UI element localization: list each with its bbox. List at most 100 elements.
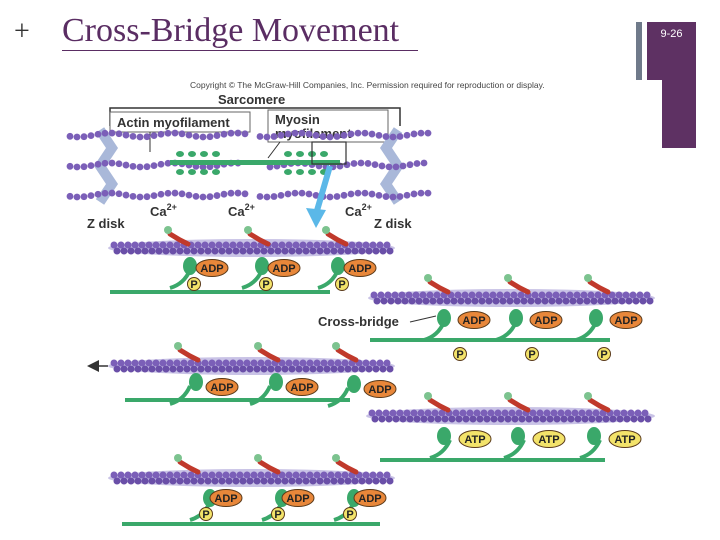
actin-bead xyxy=(213,192,221,199)
actin-bead xyxy=(281,247,289,255)
troponin xyxy=(322,226,330,234)
actin-bead xyxy=(134,477,142,485)
actin-bead xyxy=(197,365,205,373)
actin-bead xyxy=(122,191,130,199)
actin-bead xyxy=(576,297,584,305)
actin-bead xyxy=(330,365,338,373)
actin-bead xyxy=(376,471,384,479)
calcium-label-3: Ca xyxy=(345,204,362,219)
adp-badge xyxy=(267,259,301,277)
actin-bead xyxy=(351,365,359,373)
actin-bead xyxy=(337,477,345,485)
actin-bead xyxy=(468,291,476,299)
actin-bead xyxy=(417,189,425,197)
actin-bead xyxy=(546,415,554,423)
adp-label: ADP xyxy=(534,315,557,327)
tropomyosin-complex xyxy=(507,397,531,413)
atp-badge xyxy=(532,430,566,448)
actin-bead xyxy=(87,162,95,170)
slide-title: Cross-Bridge Movement xyxy=(62,12,400,49)
actin-bead xyxy=(239,477,247,485)
actin-bead xyxy=(552,291,560,299)
adp-badge xyxy=(353,489,387,507)
actin-bead xyxy=(155,477,163,485)
actin-bead xyxy=(330,477,338,485)
actin-bead xyxy=(229,359,237,367)
myosin-head xyxy=(437,309,451,327)
actin-bead xyxy=(323,247,331,255)
actin-bead xyxy=(557,409,565,417)
phosphate-label: P xyxy=(262,279,269,291)
actin-bead xyxy=(333,133,341,140)
actin-bead xyxy=(595,415,603,423)
actin-bead xyxy=(527,297,535,305)
actin-bead xyxy=(169,247,177,255)
actin-bead xyxy=(566,291,574,299)
actin-bead xyxy=(229,471,237,479)
actin-bead xyxy=(341,471,349,479)
adp-label: ADP xyxy=(214,493,237,505)
actin-bead xyxy=(362,359,370,367)
actin-bead xyxy=(365,477,373,485)
actin-bead xyxy=(108,189,116,197)
actin-bead xyxy=(206,193,214,201)
actin-bead xyxy=(587,291,595,299)
actin-bead xyxy=(120,247,128,255)
phosphate-label: P xyxy=(600,349,607,361)
phosphate-badge xyxy=(199,507,213,521)
actin-filament xyxy=(366,407,655,425)
actin-bead xyxy=(197,477,205,485)
actin-bead xyxy=(260,247,268,255)
actin-bead xyxy=(211,477,219,485)
actin-bead xyxy=(515,409,523,417)
actin-bead xyxy=(496,291,504,299)
actin-bead xyxy=(583,297,591,305)
actin-bead xyxy=(117,359,125,367)
actin-bead xyxy=(469,415,477,423)
actin-bead xyxy=(438,409,446,417)
actin-bead xyxy=(211,247,219,255)
phosphate-label: P xyxy=(190,279,197,291)
myosin-label-line1: Myosin xyxy=(275,112,320,127)
actin-filament xyxy=(108,469,395,487)
actin-bead xyxy=(241,190,249,198)
actin-bead xyxy=(383,359,391,367)
actin-bead xyxy=(562,297,570,305)
actin-bead xyxy=(152,471,160,479)
actin-bead xyxy=(148,365,156,373)
actin-bead xyxy=(385,415,393,423)
z-disk-label-right: Z disk xyxy=(374,216,412,231)
actin-bead xyxy=(73,193,81,201)
actin-bead xyxy=(199,133,207,141)
myosin-head xyxy=(437,427,451,445)
troponin xyxy=(254,454,262,462)
calcium-labels: Ca2+ Ca2+ Ca2+ xyxy=(150,202,372,219)
actin-bead xyxy=(410,190,418,198)
actin-bead xyxy=(503,291,511,299)
actin-bead xyxy=(122,161,130,169)
actin-bead xyxy=(270,193,278,200)
actin-bead xyxy=(602,415,610,423)
actin-bead xyxy=(253,247,261,255)
actin-bead xyxy=(412,291,420,299)
actin-bead xyxy=(306,471,314,479)
actin-bead xyxy=(355,241,363,249)
actin-bead xyxy=(391,291,399,299)
actin-bead xyxy=(344,247,352,255)
actin-bead xyxy=(298,129,306,137)
actin-bead xyxy=(115,190,123,198)
adp-badge xyxy=(205,378,239,396)
actin-bead xyxy=(185,131,193,139)
actin-bead xyxy=(608,291,616,299)
actin-bead xyxy=(292,359,300,367)
actin-bead xyxy=(637,415,645,423)
myosin-head xyxy=(320,151,328,157)
myosin-neck xyxy=(249,385,272,406)
troponin xyxy=(332,342,340,350)
adp-label: ADP xyxy=(358,493,381,505)
actin-bead xyxy=(215,471,223,479)
actin-bead xyxy=(513,297,521,305)
actin-bead xyxy=(362,471,370,479)
actin-bead xyxy=(281,365,289,373)
myosin-neck xyxy=(327,387,350,408)
